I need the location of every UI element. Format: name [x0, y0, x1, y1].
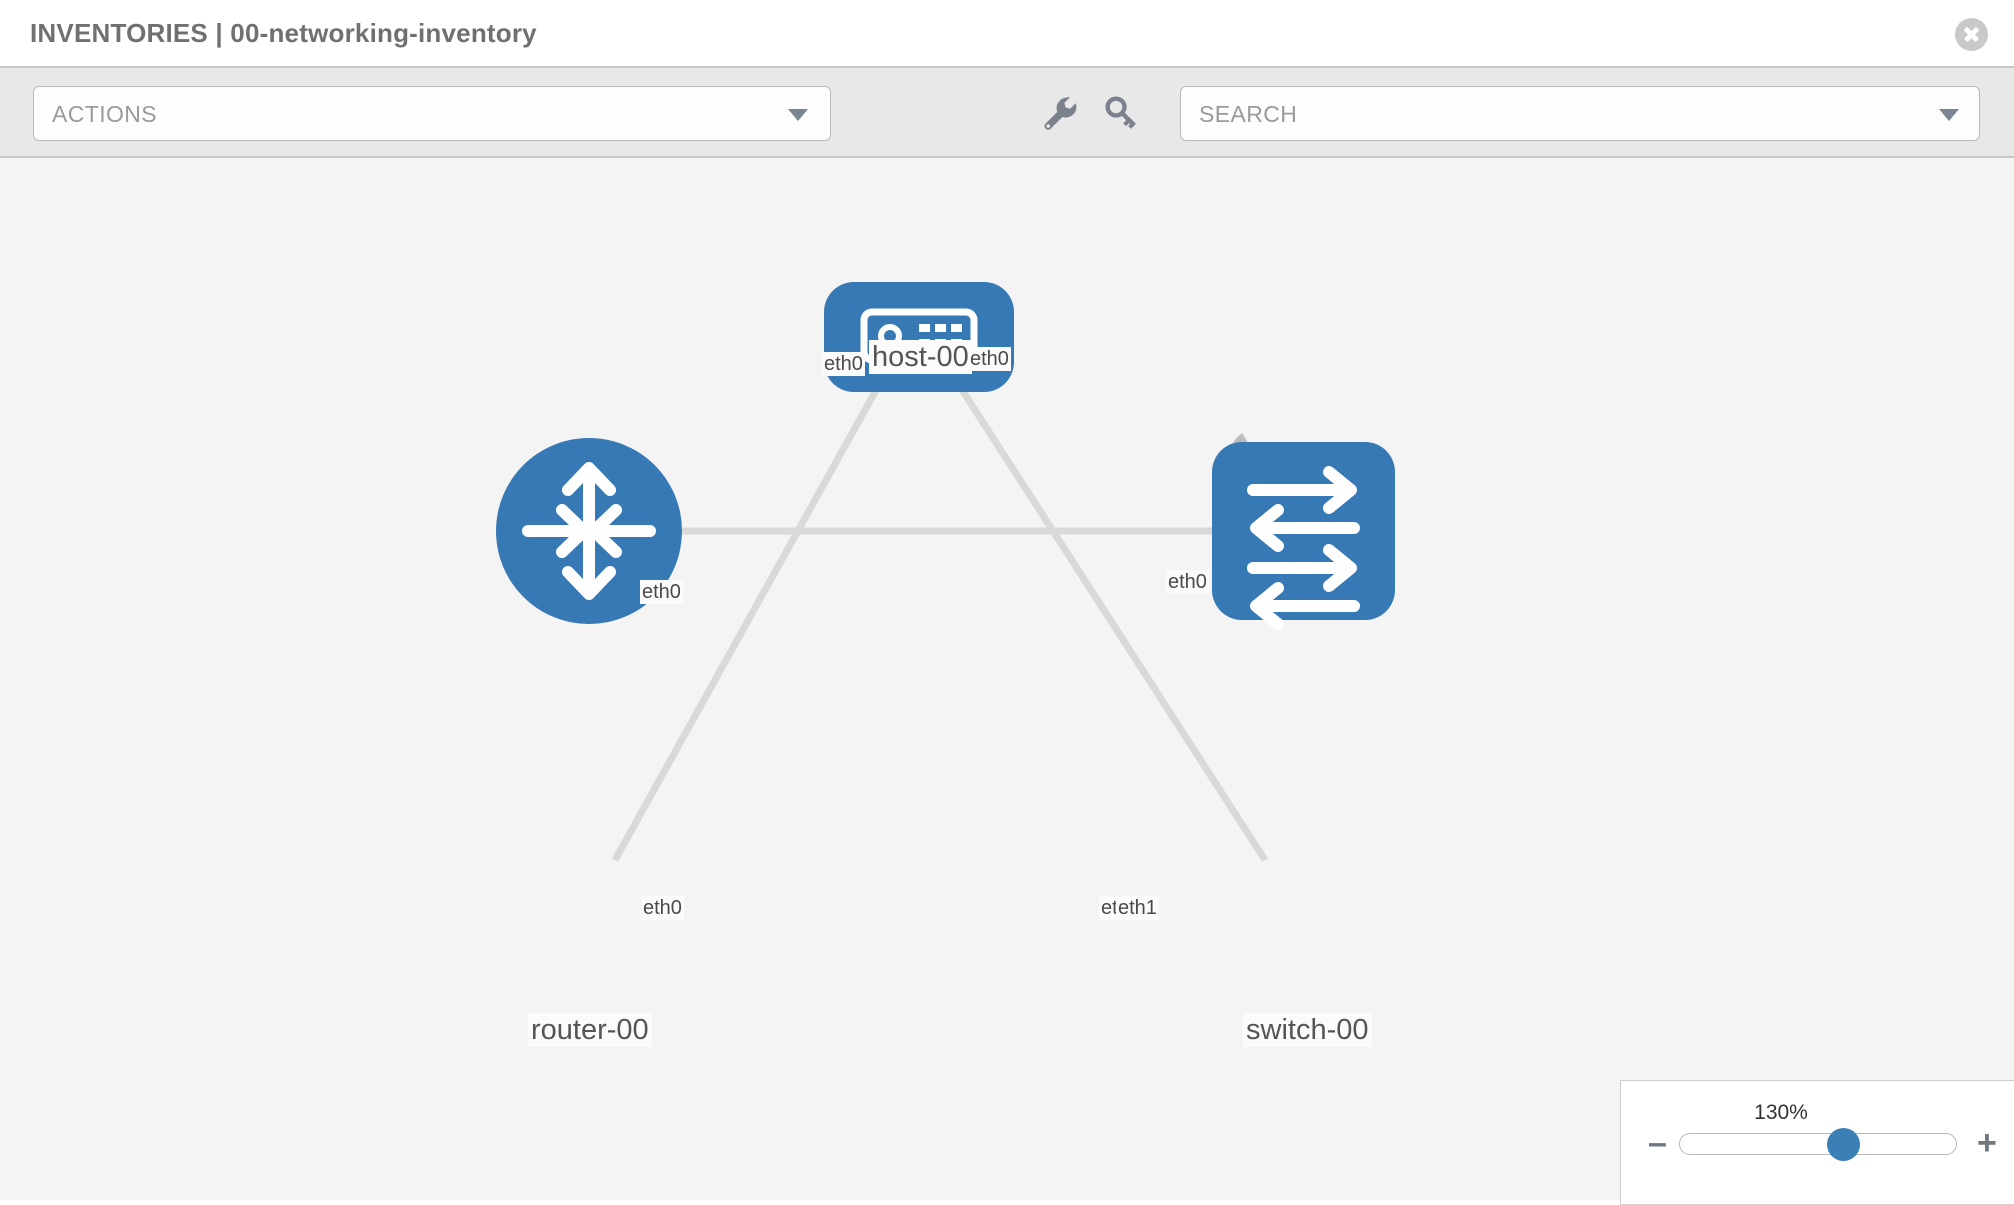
actions-dropdown[interactable]: ACTIONS [33, 86, 831, 141]
actions-dropdown-label: ACTIONS [52, 101, 158, 127]
edge-label-router-up: eth0 [640, 580, 683, 604]
topology-canvas[interactable]: eth0 host-00 eth0 eth0 eth0 eth0 eth eth… [0, 160, 2014, 1200]
edge-label-switch-up: eth0 [1166, 570, 1209, 594]
search-input-placeholder: SEARCH [1199, 101, 1298, 127]
zoom-out-button[interactable]: – [1648, 1124, 1667, 1162]
node-router-00[interactable] [496, 438, 682, 624]
topology-links [611, 363, 1268, 862]
link-host-router[interactable] [611, 363, 894, 862]
edge-label-switch-left: eth1 [1116, 896, 1159, 920]
node-switch-00[interactable] [1212, 442, 1395, 630]
page-title: INVENTORIES | 00-networking-inventory [30, 18, 537, 48]
edge-label-router-right: eth0 [641, 896, 684, 920]
node-label-switch-00: switch-00 [1243, 1013, 1372, 1047]
node-label-router-00: router-00 [528, 1013, 652, 1047]
zoom-level-label: 130% [1754, 1101, 1808, 1124]
topology-graph [496, 282, 1395, 862]
zoom-in-button[interactable]: + [1977, 1124, 1997, 1162]
edge-label-host-left: eth0 [822, 352, 865, 376]
key-icon[interactable] [1099, 90, 1143, 134]
wrench-icon[interactable] [1037, 90, 1081, 134]
search-input[interactable]: SEARCH [1180, 86, 1980, 141]
zoom-control-panel: 130% – + [1620, 1080, 2014, 1205]
close-icon[interactable] [1955, 18, 1988, 51]
switch-arrows-swap-icon [1247, 466, 1360, 630]
router-arrows-in-icon [522, 462, 656, 600]
window-titlebar: INVENTORIES | 00-networking-inventory [0, 0, 2014, 68]
zoom-slider[interactable] [1679, 1128, 1957, 1161]
node-label-host-00: host-00 [869, 340, 972, 374]
toolbar: ACTIONS SEARCH [0, 68, 2014, 158]
chevron-down-icon [788, 109, 808, 121]
zoom-slider-thumb[interactable] [1827, 1128, 1860, 1161]
chevron-down-icon [1939, 109, 1959, 121]
link-host-switch[interactable] [943, 363, 1268, 862]
edge-label-host-right: eth0 [968, 347, 1011, 371]
